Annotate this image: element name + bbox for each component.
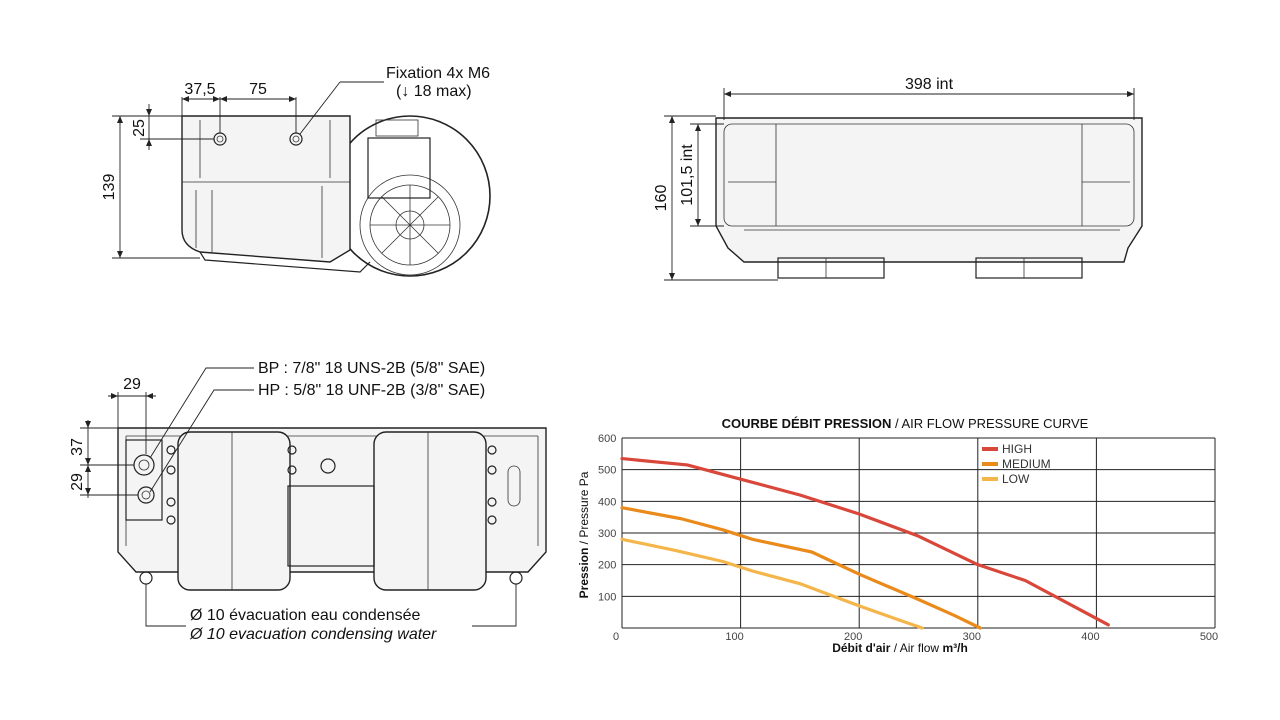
fan-spokes [370,185,450,265]
mounting-bolts [166,445,497,525]
front-view: 398 int 101,5 int 160 [653,76,1143,281]
x-label-rest: / Air flow [890,641,942,655]
x-tick-label: 400 [1081,631,1099,643]
fan-housing-right [373,431,487,591]
dim-25: 25 [131,119,148,137]
hp-leader [149,389,254,493]
x-tick-label: 200 [844,631,862,643]
chart-ticks: 0 100 200 300 400 500 100 200 300 400 500 600 [598,433,1218,643]
heater-body [181,115,351,263]
x-label-bold: Débit d'air [832,641,891,655]
fixation-label: Fixation 4x M6 [386,65,490,82]
front-foot-right [975,257,1083,279]
series-line-high [620,456,1110,627]
hp-label: HP : 5/8" 18 UNF-2B (3/8" SAE) [258,382,485,399]
y-tick-label: 100 [598,591,616,603]
fixation-depth-label: (↓ 18 max) [396,83,472,100]
y-label-bold: Pression [577,548,591,599]
dim-29-top: 29 [123,376,141,393]
dim-37: 37 [69,438,86,456]
y-tick-label: 500 [598,465,616,477]
x-tick-label: 100 [725,631,743,643]
center-motor [287,485,375,567]
chart-title-sep: / [891,416,901,431]
drain-label-fr: Ø 10 évacuation eau condensée [190,607,421,624]
fan-wheel-outer [359,174,461,276]
front-foot-left [777,257,885,279]
side-view: 37,5 75 25 139 Fixation 4x M6 (↓ 18 max) [101,65,491,277]
legend-label: HIGH [1002,442,1032,456]
chart-y-label: Pression / Pressure Pa [577,471,591,598]
legend-label: MEDIUM [1002,457,1051,471]
y-tick-label: 400 [598,496,616,508]
fan-housing-left [177,431,291,591]
motor-block [367,137,431,199]
dim-29-left: 29 [69,473,86,491]
center-nut [320,458,336,474]
motor-cap [375,119,419,137]
x-label-unit: m³/h [942,641,967,655]
y-tick-label: 300 [598,528,616,540]
series-line-low [620,537,924,630]
drain-right [509,571,523,585]
x-tick-label: 500 [1200,631,1218,643]
pipe-block [125,439,163,521]
drain-left [139,571,153,585]
front-body [715,117,1143,263]
chart-series [620,456,1110,630]
series-line-medium [620,506,982,630]
legend-label: LOW [1002,472,1030,486]
dim-139: 139 [101,174,118,201]
y-label-rest: / Pressure Pa [577,471,591,547]
chart-title-bold: COURBE DÉBIT PRESSION [722,416,892,431]
dim-101-5-int: 101,5 int [679,144,696,206]
drain-leader-right [472,584,517,627]
y-tick-label: 600 [598,433,616,445]
chart-title: COURBE DÉBIT PRESSION / AIR FLOW PRESSUR… [722,416,1089,431]
rear-view: 29 37 29 BP : 7/8" 18 UNS-2B (5/8" SAE) … [69,360,547,643]
bp-label: BP : 7/8" 18 UNS-2B (5/8" SAE) [258,360,485,377]
drain-leader-left [145,584,186,627]
chart-title-rest: AIR FLOW PRESSURE CURVE [902,416,1089,431]
x-tick-label: 300 [963,631,981,643]
drain-label-en: Ø 10 evacuation condensing water [189,626,437,643]
dim-398-int: 398 int [905,76,954,93]
y-tick-label: 200 [598,560,616,572]
dim-75: 75 [249,81,267,98]
x-tick-label: 0 [613,631,619,643]
chart-x-label: Débit d'air / Air flow m³/h [832,641,968,655]
dim-160: 160 [653,185,670,212]
dim-37-5: 37,5 [184,81,215,98]
bp-leader [149,367,254,459]
air-flow-pressure-chart: COURBE DÉBIT PRESSION / AIR FLOW PRESSUR… [577,416,1218,655]
base-plate [199,251,371,273]
